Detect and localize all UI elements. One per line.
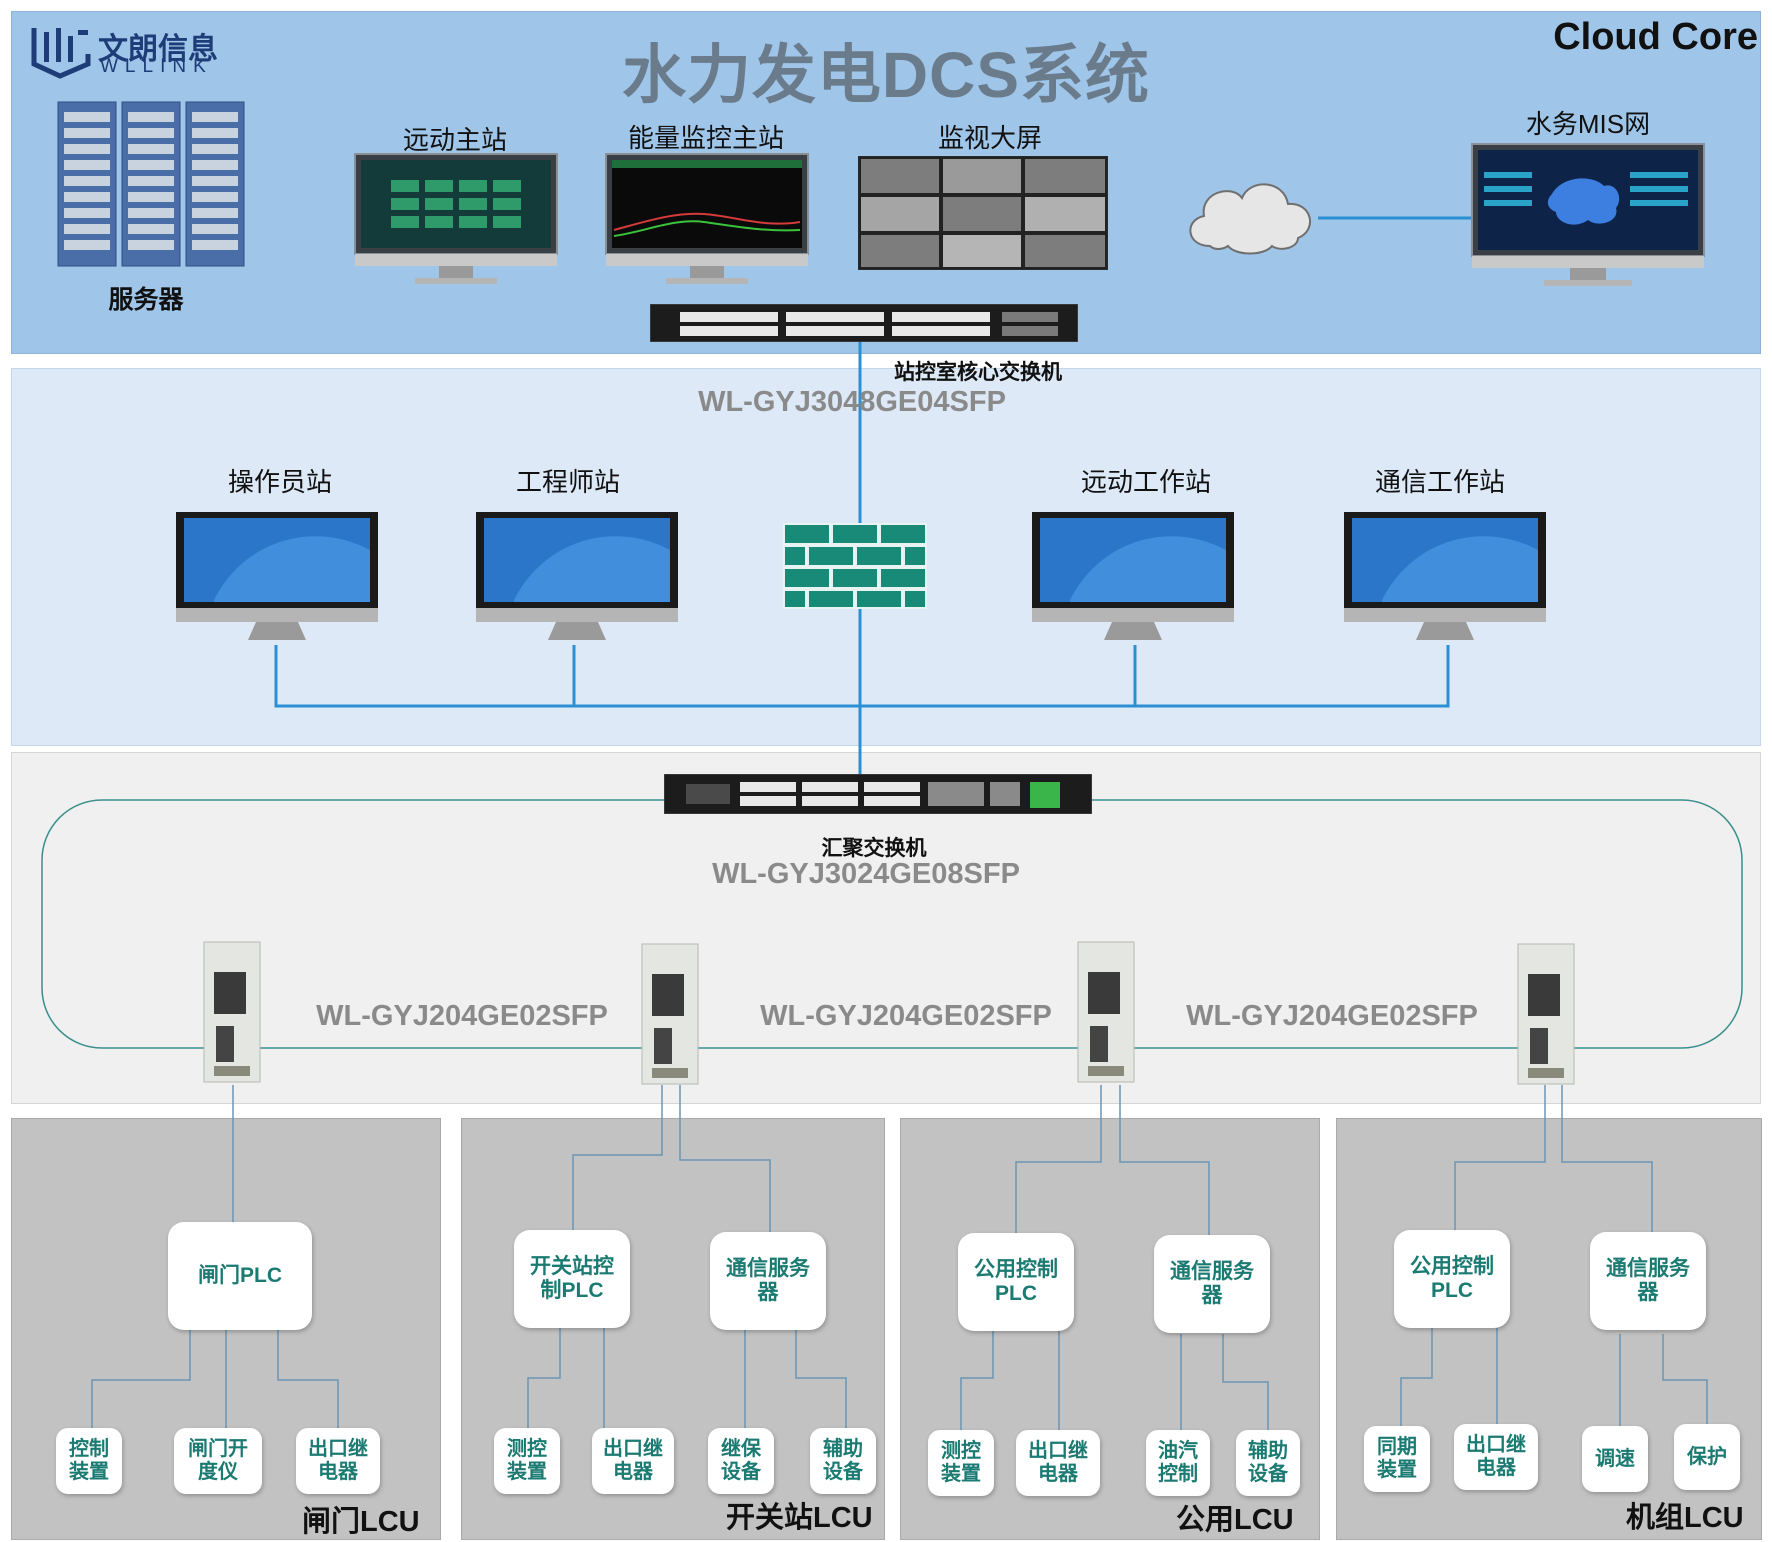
unit-lcu-title: 机组LCU	[1626, 1502, 1744, 1534]
ring-switch-model-3: WL-GYJ204GE02SFP	[1186, 1000, 1478, 1032]
aggregation-switch-model: WL-GYJ3024GE08SFP	[712, 858, 1020, 890]
wllink-logo-icon	[31, 28, 91, 79]
operator-station-monitor-icon	[176, 512, 378, 640]
operator-station-label: 操作员站	[227, 467, 333, 497]
unit-sync-device-leaf: 同期 装置	[1364, 1426, 1430, 1492]
logo-text-en: WLLINK	[100, 56, 213, 77]
ring-switch-gate-icon	[203, 941, 261, 1083]
communication-workstation-monitor-icon	[1344, 512, 1546, 640]
core-switch-icon	[650, 304, 1078, 342]
common-output-relay-leaf: 出口继 电器	[1016, 1430, 1100, 1496]
unit-plc-node: 公用控制 PLC	[1394, 1230, 1510, 1328]
ring-switch-common-icon	[1077, 941, 1135, 1083]
switchyard-plc-node: 开关站控 制PLC	[514, 1230, 630, 1328]
gate-lcu-title: 闸门LCU	[302, 1506, 420, 1538]
cloud-core-tag: Cloud Core	[1553, 16, 1758, 58]
engineer-station-monitor-icon	[476, 512, 678, 640]
unit-output-relay-leaf: 出口继 电器	[1454, 1424, 1538, 1490]
common-measure-device-leaf: 测控 装置	[928, 1430, 994, 1496]
ring-switch-switchyard-icon	[641, 943, 699, 1085]
ring-switch-model-2: WL-GYJ204GE02SFP	[760, 1000, 1052, 1032]
communication-workstation-label: 通信工作站	[1374, 467, 1506, 497]
diagram-title: 水力发电DCS系统	[621, 39, 1151, 111]
unit-protection-leaf: 保护	[1674, 1424, 1740, 1490]
aggregation-switch-label: 汇聚交换机	[821, 837, 927, 860]
servers-label: 服务器	[108, 286, 184, 314]
switchyard-comm-server-node: 通信服务 器	[710, 1232, 826, 1330]
telecontrol-master-label: 远动主站	[402, 125, 508, 155]
unit-governor-leaf: 调速	[1582, 1426, 1648, 1492]
aggregation-switch-icon	[664, 774, 1092, 814]
energy-monitor-display-icon	[605, 153, 809, 284]
switchyard-lcu-title: 开关站LCU	[726, 1502, 873, 1534]
gate-output-relay-leaf: 出口继 电器	[296, 1428, 380, 1494]
common-oil-gas-control-leaf: 油汽 控制	[1146, 1430, 1210, 1496]
gate-control-device-leaf: 控制 装置	[56, 1428, 122, 1494]
unit-comm-server-node: 通信服务 器	[1590, 1232, 1706, 1330]
video-wall-label: 监视大屏	[937, 123, 1043, 153]
mis-label: 水务MIS网	[1525, 109, 1651, 139]
logo-text-cn: 文朗信息	[98, 33, 218, 66]
gate-plc-node: 闸门PLC	[168, 1222, 312, 1330]
firewall-icon	[783, 523, 927, 609]
telecontrol-workstation-label: 远动工作站	[1080, 467, 1212, 497]
ring-switch-model-1: WL-GYJ204GE02SFP	[316, 1000, 608, 1032]
ring-switch-unit-icon	[1517, 943, 1575, 1085]
core-switch-label: 站控室核心交换机	[894, 361, 1062, 384]
cloud-icon	[1189, 183, 1311, 255]
telecontrol-master-monitor-icon	[354, 153, 558, 284]
video-wall-icon	[858, 156, 1108, 270]
common-lcu-title: 公用LCU	[1176, 1504, 1294, 1536]
energy-monitor-label: 能量监控主站	[627, 123, 785, 153]
common-comm-server-node: 通信服务 器	[1154, 1235, 1270, 1333]
common-auxiliary-device-leaf: 辅助 设备	[1236, 1430, 1300, 1496]
core-switch-model: WL-GYJ3048GE04SFP	[698, 386, 1006, 418]
switchyard-auxiliary-device-leaf: 辅助 设备	[810, 1428, 876, 1494]
server-rack-icon	[57, 101, 245, 267]
common-plc-node: 公用控制 PLC	[958, 1233, 1074, 1331]
switchyard-protection-device-leaf: 继保 设备	[708, 1428, 774, 1494]
telecontrol-workstation-monitor-icon	[1032, 512, 1234, 640]
switchyard-output-relay-leaf: 出口继 电器	[592, 1428, 674, 1494]
engineer-station-label: 工程师站	[515, 467, 621, 497]
gate-opening-meter-leaf: 闸门开 度仪	[174, 1428, 262, 1494]
switchyard-measure-device-leaf: 测控 装置	[494, 1428, 560, 1494]
mis-monitor-icon	[1471, 143, 1705, 286]
